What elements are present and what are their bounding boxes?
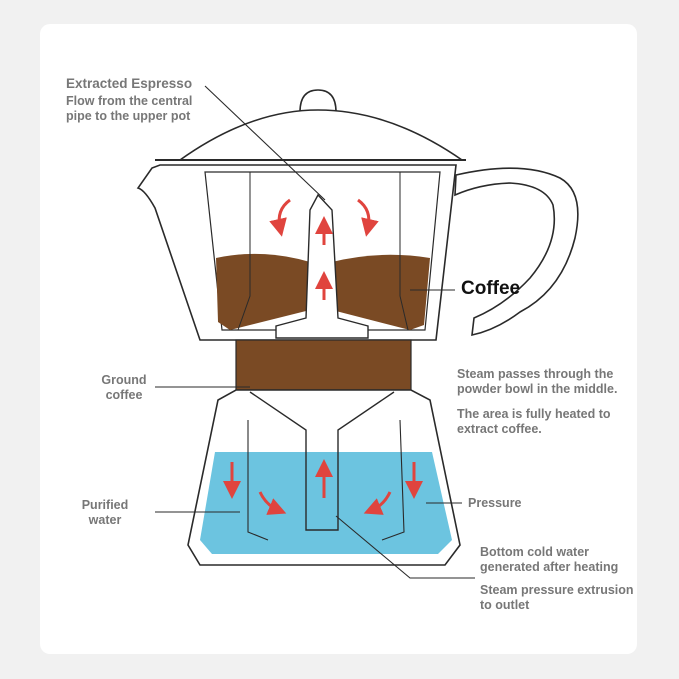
pressure-arrow-curve [363,491,392,515]
coffee-right [332,254,430,330]
pressure-arrow-curve [258,491,287,515]
flow-arrow-curve [269,198,291,237]
label-steam-passes: Steam passes through the powder bowl in … [457,367,618,396]
leader-bottom-water [335,515,475,579]
lower-inner-right [381,419,405,541]
label-bottom-cold-water: Bottom cold water generated after heatin… [480,545,619,574]
flow-arrow-curve [357,198,379,237]
label-purified-water: Purified water [81,498,129,527]
upper-facets [237,172,409,331]
upper-pot-inner [204,171,441,331]
central-pipe [275,193,369,339]
coffee-left [216,253,310,330]
label-extracted-espresso: Extracted Espresso [66,76,193,91]
water [200,452,452,554]
label-steam-extrusion: Steam pressure extrusion to outlet [480,583,634,612]
leader-extracted-espresso [204,85,326,201]
label-pressure: Pressure [468,496,522,510]
label-ground-coffee: Ground coffee [101,373,147,402]
lid [177,109,465,161]
label-coffee: Coffee [461,278,521,299]
label-area-heated: The area is fully heated to extract coff… [457,407,611,436]
lid-knob [299,89,337,113]
ground-coffee-basket [235,339,412,391]
label-extracted-espresso-desc: Flow from the central pipe to the upper … [66,94,193,123]
lower-funnel [249,391,395,531]
pot-handle [454,167,579,337]
lower-inner-left [247,420,269,541]
